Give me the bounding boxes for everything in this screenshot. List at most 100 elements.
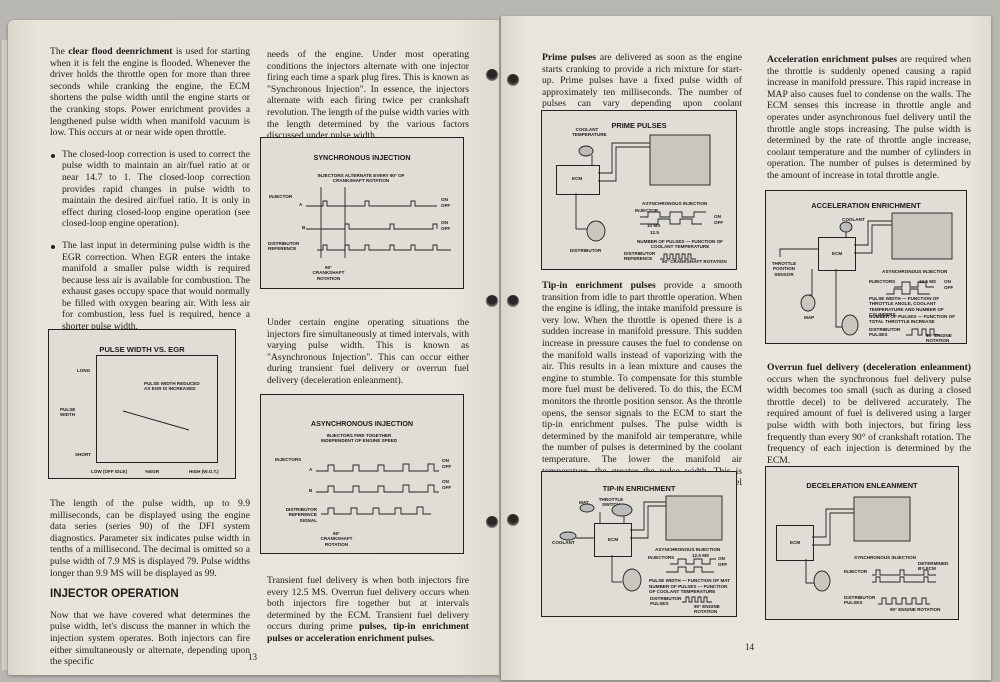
figure-subtitle: INJECTORS ALTERNATE EVERY 90° OF CRANKSH… [317,173,405,184]
page13-column-1: The clear flood deenrichment is used for… [50,46,250,343]
distributor-pulses-label: DISTRIBUTOR PULSES [650,596,682,607]
ecm-box [556,165,600,195]
async-injection-label: ASYNCHRONOUS INJECTION [642,201,708,206]
x-axis-label: %EGR [145,469,160,474]
page13-column-1-lower: The length of the pulse width, up to 9.9… [50,498,250,678]
binder-hole [507,514,519,526]
injectors-label: INJECTORS [648,555,675,560]
transient-fuel-paragraph: Transient fuel delivery is when both inj… [267,575,469,644]
determined-by-ecm-label: DETERMINED BY ECM [918,561,949,572]
sync-waveforms [306,187,451,258]
figure-title: DECELERATION ENLEANMENT [806,481,918,490]
binder-hole [486,69,498,81]
asynchronous-paragraph: Under certain engine operating situation… [267,317,469,386]
egr-line [122,410,190,431]
async-injection-label: ASYNCHRONOUS INJECTION [882,269,948,274]
coolant-label: COOLANT [552,540,575,545]
on-label: ON [441,197,448,202]
tipin-schematic [559,495,723,603]
figure-acceleration-enrichment: ACCELERATION ENRICHMENT COOLANT ECM THRO… [765,190,967,344]
on-label: ON [944,279,951,284]
book-gutter [499,16,501,680]
on-label: ON [442,458,449,463]
page14-column-2-mid: Overrun fuel delivery (deceleration enle… [767,362,971,476]
figure-title: PRIME PULSES [611,121,667,130]
ecm-label: ECM [832,251,843,256]
on-label: ON [718,556,725,561]
figure-title: PULSE WIDTH VS. EGR [99,345,185,354]
tps-label: THROTTLE POSITION SENSOR [771,261,797,277]
off-label: OFF [944,285,954,290]
figure-title: SYNCHRONOUS INJECTION [313,153,411,162]
ms-label: 10 MS [647,223,661,228]
acceleration-enrichment-paragraph: Acceleration enrichment pulses are requi… [767,54,971,181]
injector-operation-paragraph: Now that we have covered what determines… [50,609,250,668]
page-number-14: 14 [745,642,754,652]
page-number-13: 13 [248,652,257,662]
distributor-reference-label: DISTRIBUTOR REFERENCE [268,241,300,252]
page-stack-edge [2,40,12,670]
off-label: OFF [718,562,728,567]
page13-column-2-mid: Under certain engine operating situation… [267,317,469,397]
ecm-box [594,523,632,557]
decel-schematic [805,496,936,605]
off-label: OFF [442,464,452,469]
overrun-fuel-paragraph: Overrun fuel delivery (deceleration enle… [767,362,971,466]
async-injection-label: ASYNCHRONOUS INJECTION [655,547,721,552]
synchronous-paragraph: needs of the engine. Under most operatin… [267,49,469,142]
ms2-label: 12.5 [650,230,659,235]
distributor-pulses-label: DISTRIBUTOR PULSES [844,595,876,606]
chart-plot-area [96,355,218,463]
egr-bullet: The last input in determining pulse widt… [50,240,250,333]
page14-column-2: Acceleration enrichment pulses are requi… [767,54,971,192]
page13-column-2: needs of the engine. Under most operatin… [267,49,469,152]
async-waveforms [316,463,439,515]
injector-a-label: A [299,202,303,207]
crank-rotation-label: 90° CRANKSHAFT ROTATION [320,531,353,547]
figure-deceleration-enleanment: DECELERATION ENLEANMENT ECM SYNCHRONOUS … [765,466,959,620]
num-pulses-label: NUMBER OF PULSES — FUNCTION OF TOTAL THR… [869,314,956,325]
y-tick-short: SHORT [75,452,92,457]
pulse-width-label: PULSE WIDTH — FUNCTION OF MAT [649,578,731,583]
distributor-pulses-label: DISTRIBUTOR PULSES [869,327,901,338]
closed-loop-bullet: The closed-loop correction is used to co… [50,149,250,230]
coolant-temp-label: COOLANT TEMPERATURE [572,127,607,138]
clear-flood-paragraph: The clear flood deenrichment is used for… [50,46,250,139]
y-tick-long: LONG [77,368,91,373]
injector-b-label: B [302,225,306,230]
figure-prime-pulses: PRIME PULSES COOLANT TEMPERATURE ECM DIS… [541,110,737,270]
page13-column-2-lower: Transient fuel delivery is when both inj… [267,575,469,655]
off-label: OFF [441,226,451,231]
chart-annotation: PULSE WIDTH REDUCED AS EGR IS INCREASED [144,381,200,392]
figure-subtitle: INJECTORS FIRE TOGETHER INDEPENDENT OF E… [320,433,398,444]
binder-hole [486,295,498,307]
figure-tip-in-enrichment: TIP-IN ENRICHMENT MAT THROTTLE SWITCH CO… [541,471,737,617]
ms-label: 12.5 MS [692,553,710,558]
injector-label: INJECTOR [844,569,868,574]
ecm-label: ECM [608,537,619,542]
off-label: OFF [441,203,451,208]
page-14: Prime pulses are delivered as soon as th… [501,16,991,680]
figure-synchronous-injection: SYNCHRONOUS INJECTION INJECTORS ALTERNAT… [260,137,464,289]
engine-rotation-label: 90° ENGINE ROTATION [890,607,941,612]
binder-hole [507,295,519,307]
on-label: ON [714,214,721,219]
figure-title: ASYNCHRONOUS INJECTION [310,419,414,428]
tip-in-paragraph: Tip-in enrichment pulses provide a smoot… [542,280,742,500]
distributor-reference-label: DISTRIBUTOR REFERENCE [624,251,656,262]
throttle-switch-label: THROTTLE SWITCH [598,497,624,508]
figure-title: ACCELERATION ENRICHMENT [811,201,921,210]
injector-label: INJECTOR [635,208,659,213]
ecm-box [776,525,814,561]
engine-rotation-label: 90° ENGINE ROTATION [926,333,952,344]
engine-rotation-label: 90° ENGINE ROTATION [694,604,720,615]
mat-label: MAT [579,500,589,505]
distributor-reference-label: DISTRIBUTOR REFERENCE SIGNAL [285,507,317,523]
injector-operation-heading: INJECTOR OPERATION [50,588,179,601]
ecm-label: ECM [572,176,583,181]
y-axis-label: PULSE WIDTH [60,407,76,418]
crank-rotation-label: 90° CRANKSHAFT ROTATION [312,265,345,281]
prime-schematic [575,134,711,260]
page-13: The clear flood deenrichment is used for… [8,20,501,675]
map-label: MAP [804,315,815,320]
